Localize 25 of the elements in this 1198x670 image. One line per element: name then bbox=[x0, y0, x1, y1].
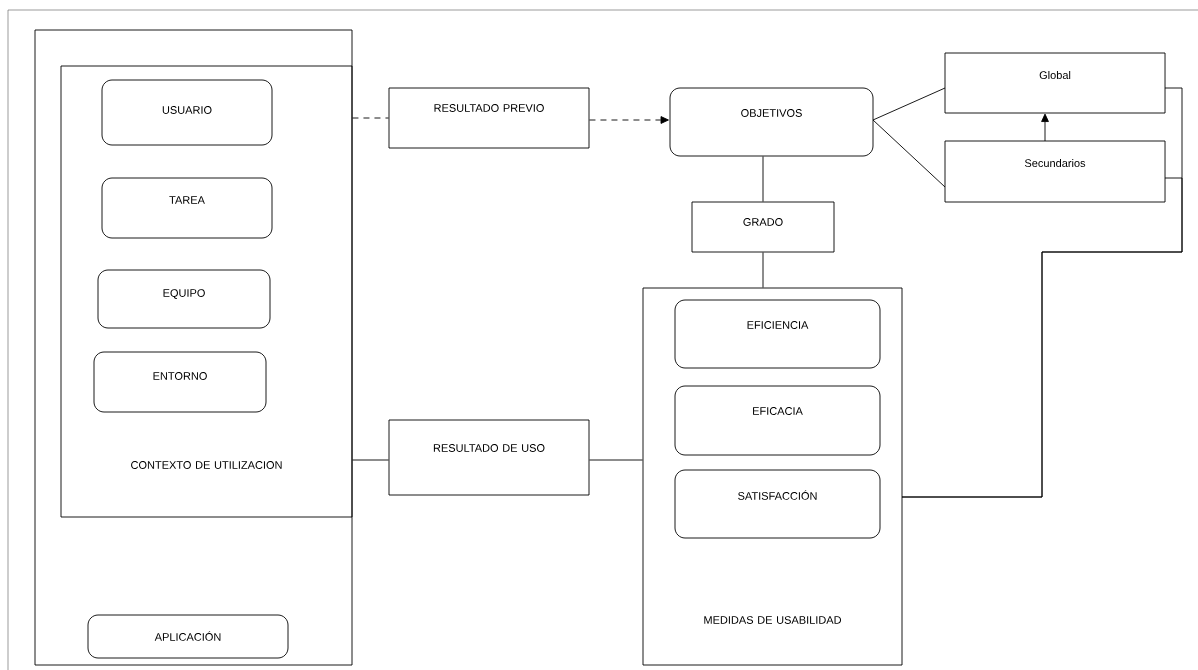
connector-line bbox=[872, 119, 946, 188]
container-box bbox=[34, 29, 353, 666]
connector-line bbox=[352, 459, 389, 461]
process-box: GRADO bbox=[691, 201, 835, 253]
connector-line bbox=[589, 459, 643, 461]
arrow bbox=[1041, 113, 1049, 142]
rounded-box: SATISFACCIÓN bbox=[674, 469, 881, 539]
process-box: Secundarios bbox=[944, 140, 1166, 203]
connector-line bbox=[762, 252, 764, 288]
arrow bbox=[589, 116, 669, 124]
rounded-box: EFICACIA bbox=[674, 385, 881, 456]
rounded-box: TAREA bbox=[101, 177, 273, 239]
process-box: RESULTADO PREVIO bbox=[388, 87, 590, 149]
rounded-box: EFICIENCIA bbox=[674, 299, 881, 369]
process-box: RESULTADO DE USO bbox=[388, 419, 590, 496]
rounded-box: APLICACIÓN bbox=[87, 614, 289, 659]
connector-line bbox=[872, 87, 946, 121]
connector-line bbox=[901, 177, 1183, 498]
rounded-box: ENTORNO bbox=[93, 351, 267, 413]
rounded-box: EQUIPO bbox=[97, 269, 271, 329]
rounded-box: OBJETIVOS bbox=[669, 87, 874, 157]
process-box: Global bbox=[944, 52, 1166, 114]
connector-line bbox=[352, 117, 389, 119]
connector-line bbox=[762, 156, 764, 202]
rounded-box: USUARIO bbox=[101, 79, 273, 146]
